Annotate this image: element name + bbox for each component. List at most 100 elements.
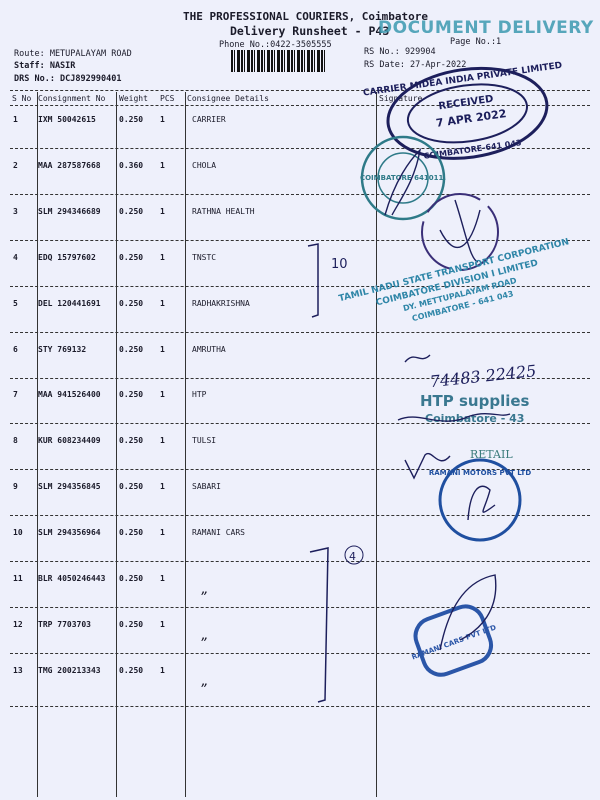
document-delivery-stamp: DOCUMENT DELIVERY [378,18,594,38]
consignment-no-cell: KUR 608234409 [38,436,101,446]
consignee-cell: RADHAKRISHNA [192,298,250,308]
consignee-cell: ” [200,590,208,604]
bracket-mark [309,547,329,703]
consignment-no-cell: MAA 287587668 [38,160,101,170]
pcs-cell: 1 [160,528,165,538]
barcode [231,50,327,72]
phone-number: Phone No.:0422-3505555 [219,40,332,50]
sno-cell: 9 [13,482,18,492]
pcs-cell: 1 [160,482,165,492]
row-divider [10,705,590,707]
route: Route: METUPALAYAM ROAD [14,49,132,59]
sno-cell: 13 [13,665,23,675]
weight-cell: 0.250 [119,115,144,124]
bracket-count: 10 [331,257,348,272]
htp-stamp: HTP supplies [420,392,530,410]
staff: Staff: NASIR [14,61,76,71]
consignee-cell: SABARI [192,482,221,492]
consignment-no-cell: BLR 4050246443 [38,574,106,583]
drs-number: DRS No.: DCJ892990401 [14,74,122,84]
consignment-no-cell: SLM 294346689 [38,206,101,216]
column-line [37,92,38,797]
pcs-cell: 1 [160,206,165,216]
col-weight: Weight [119,94,148,103]
weight-cell: 0.250 [119,252,144,262]
consignee-cell: ” [200,635,208,650]
consignment-no-cell: DEL 120441691 [38,298,101,308]
pcs-cell: 1 [160,574,165,583]
weight-cell: 0.250 [119,574,144,583]
consignment-no-cell: TMG 200213343 [38,665,101,675]
row-divider [10,469,590,471]
sno-cell: 10 [13,528,23,538]
pcs-cell: 1 [160,436,165,446]
consignment-no-cell: TRP 7703703 [38,619,91,629]
pcs-cell: 1 [160,665,165,675]
sno-cell: 7 [13,390,18,400]
tulsi-stamp: RETAIL [470,448,513,461]
pcs-cell: 1 [160,252,165,262]
consignee-cell: HTP [192,390,207,400]
consignment-no-cell: IXM 50042615 [38,115,96,124]
consignee-cell: TNSTC [192,252,217,262]
ramani-motors-stamp [438,458,522,542]
consignment-no-cell: EDQ 15797602 [38,252,96,262]
col-signature: Signature [379,94,423,103]
row-divider [10,148,590,149]
pcs-cell: 1 [160,160,165,170]
runsheet-title: Delivery Runsheet - P43 [230,24,390,38]
pcs-cell: 1 [160,115,165,124]
weight-cell: 0.250 [119,298,144,308]
weight-cell: 0.250 [119,528,144,538]
tnstc-stamp: TAMIL NADU STATE TRANSPORT CORPORATION C… [338,237,570,323]
col-sno: S No [12,94,32,103]
row-divider [10,331,590,333]
sno-cell: 8 [13,436,18,446]
divider [10,90,590,91]
pcs-cell: 1 [160,619,165,629]
weight-cell: 0.250 [119,390,144,400]
sno-cell: 1 [13,115,18,124]
rs-number: RS No.: 929904 [364,47,436,57]
carrier-received-stamp: CARRIER MIDEA INDIA PRIVATE LIMITED RECE… [363,61,563,161]
consignee-cell: ” [200,681,208,696]
weight-cell: 0.250 [119,482,144,492]
row-divider [10,423,590,425]
weight-cell: 0.250 [119,206,144,216]
consignee-cell: TULSI [192,436,217,446]
weight-cell: 0.250 [119,619,144,629]
col-consignee: Consignee Details [187,94,269,103]
sno-cell: 11 [13,574,23,583]
column-line [185,92,186,797]
row-divider [10,515,590,517]
consignment-no-cell: SLM 294356845 [38,482,101,492]
svg-text:CARRIER MIDEA INDIA PRIVATE LI: CARRIER MIDEA INDIA PRIVATE LIMITED [363,61,563,99]
consignee-cell: RATHNA HEALTH [192,206,255,216]
weight-cell: 0.250 [119,436,144,446]
row-divider [10,193,590,195]
svg-text:RAMANI MOTORS PVT LTD: RAMANI MOTORS PVT LTD [429,469,531,477]
consignment-no-cell: MAA 941526400 [38,390,101,400]
bracket-count: 4 [349,550,356,563]
weight-cell: 0.360 [119,160,144,170]
page-number: Page No.:1 [450,37,502,47]
pcs-cell: 1 [160,390,165,400]
col-consignment: Consignment No [38,94,106,103]
sno-cell: 4 [13,252,18,262]
consignee-cell: RAMANI CARS [192,528,245,538]
column-line [376,92,377,797]
row-divider [10,607,590,608]
row-divider [10,652,590,654]
rs-date: RS Date: 27-Apr-2022 [364,60,467,70]
chola-stamp: COIMBATORE 641011. [360,135,446,221]
weight-cell: 0.250 [119,344,144,354]
divider [10,105,590,106]
pcs-cell: 1 [160,298,165,308]
consignee-cell: CARRIER [192,115,226,124]
consignee-cell: AMRUTHA [192,344,226,354]
sno-cell: 3 [13,206,18,216]
rathna-stamp [421,193,499,271]
row-divider [10,285,590,287]
svg-text:RAMANI CARS PVT LTD: RAMANI CARS PVT LTD [411,623,498,661]
